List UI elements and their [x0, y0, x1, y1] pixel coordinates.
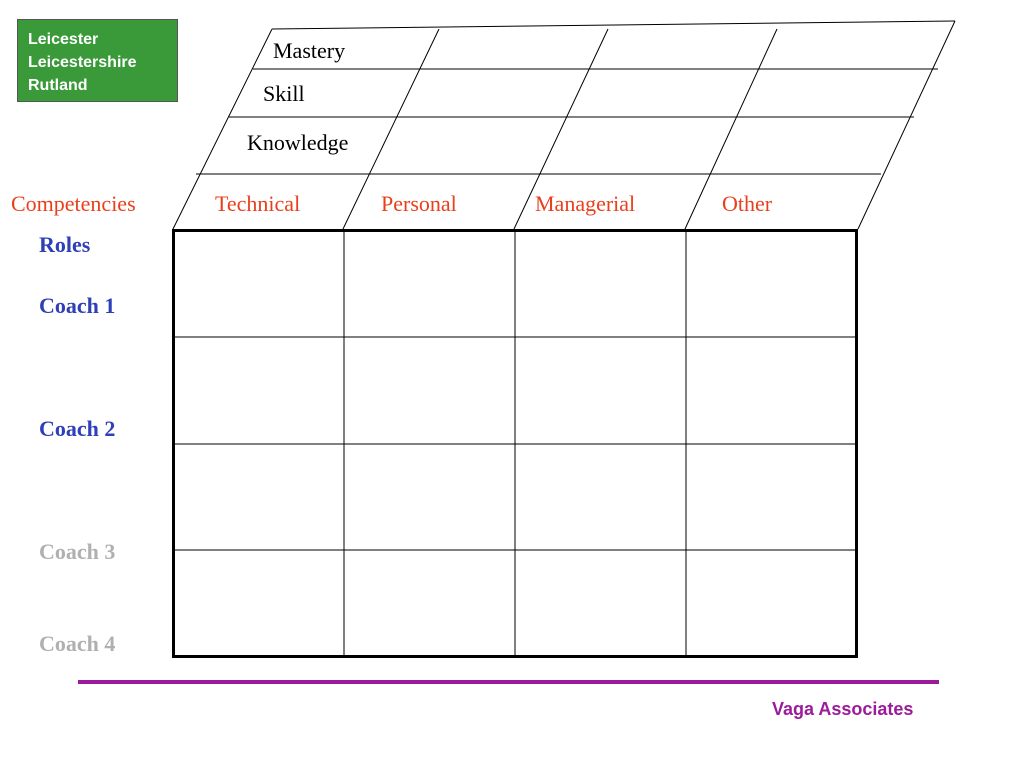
plane-slant-0	[172, 28, 273, 230]
competency-personal: Personal	[381, 191, 457, 216]
perspective-plane	[172, 20, 956, 230]
footer-brand: Vaga Associates	[772, 699, 914, 719]
competency-managerial: Managerial	[535, 191, 636, 216]
competencies-row-label: Competencies	[11, 191, 136, 216]
role-coach-2: Coach 2	[39, 416, 116, 441]
competency-technical: Technical	[215, 191, 301, 216]
logo-badge: Leicester Leicestershire Rutland	[17, 19, 178, 102]
level-label-knowledge: Knowledge	[247, 130, 349, 155]
plane-slant-2	[513, 28, 609, 230]
logo-line-2: Leicestershire	[28, 54, 137, 71]
level-label-skill: Skill	[263, 81, 305, 106]
plane-top-edge	[271, 20, 956, 30]
footer-divider	[78, 680, 939, 684]
plane-slant-1	[342, 28, 440, 230]
plane-slant-4	[857, 20, 956, 230]
role-coach-4: Coach 4	[39, 631, 116, 656]
roles-heading: Roles	[39, 232, 91, 257]
logo-line-1: Leicester	[28, 31, 99, 48]
grid-border	[172, 229, 858, 658]
level-label-mastery: Mastery	[273, 38, 346, 63]
role-coach-3: Coach 3	[39, 539, 116, 564]
logo-line-3: Rutland	[28, 77, 88, 94]
role-coach-1: Coach 1	[39, 293, 116, 318]
competency-other: Other	[722, 191, 773, 216]
plane-slant-3	[684, 28, 778, 230]
roles-grid	[172, 229, 858, 658]
